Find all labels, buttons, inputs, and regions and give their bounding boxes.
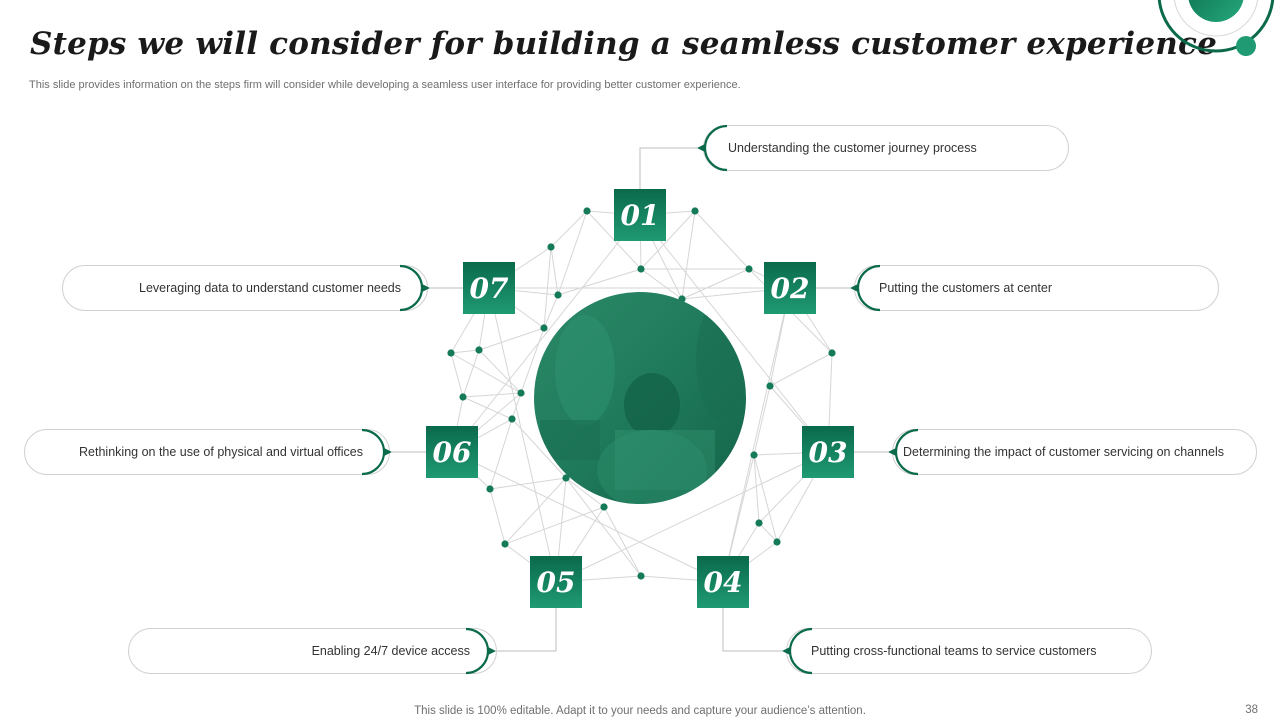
network-line bbox=[504, 506, 605, 545]
network-line bbox=[753, 385, 771, 456]
network-node bbox=[755, 519, 763, 527]
network-line bbox=[451, 214, 641, 453]
page-number: 38 bbox=[1245, 704, 1258, 716]
network-line bbox=[550, 246, 559, 296]
network-line bbox=[555, 451, 829, 583]
network-node bbox=[475, 346, 483, 354]
network-node bbox=[637, 265, 645, 273]
step-connector bbox=[722, 608, 782, 652]
network-line bbox=[488, 287, 557, 583]
slide-subtitle: This slide provides information on the s… bbox=[29, 79, 741, 91]
network-line bbox=[504, 477, 567, 545]
network-node bbox=[501, 540, 509, 548]
network-node bbox=[750, 451, 758, 459]
network-node bbox=[766, 382, 774, 390]
network-node bbox=[828, 349, 836, 357]
slide-title: Steps we will consider for building a se… bbox=[30, 26, 1217, 62]
network-node bbox=[773, 538, 781, 546]
step-03-label: Determining the impact of customer servi… bbox=[892, 429, 1257, 475]
step-07-label: Leveraging data to understand customer n… bbox=[62, 265, 428, 311]
network-node bbox=[562, 474, 570, 482]
network-line bbox=[543, 294, 559, 329]
step-07-number: 07 bbox=[463, 262, 515, 314]
step-01-number: 01 bbox=[614, 189, 666, 241]
network-line bbox=[450, 349, 480, 354]
network-node bbox=[637, 572, 645, 580]
step-03-number: 03 bbox=[802, 426, 854, 478]
network-line bbox=[557, 210, 588, 296]
network-line bbox=[520, 327, 545, 394]
network-line bbox=[639, 214, 829, 453]
network-node bbox=[691, 207, 699, 215]
network-line bbox=[640, 210, 696, 270]
network-line bbox=[478, 327, 545, 351]
step-05-label: Enabling 24/7 device access bbox=[128, 628, 497, 674]
network-line bbox=[565, 477, 642, 577]
network-node bbox=[459, 393, 467, 401]
network-line bbox=[681, 268, 750, 300]
network-node bbox=[554, 291, 562, 299]
network-node bbox=[547, 243, 555, 251]
network-line bbox=[489, 418, 513, 490]
step-connector bbox=[639, 147, 697, 189]
network-line bbox=[462, 392, 522, 398]
network-line bbox=[511, 392, 522, 420]
step-connector bbox=[496, 608, 557, 652]
network-node bbox=[600, 503, 608, 511]
network-line bbox=[450, 352, 464, 398]
network-node bbox=[517, 389, 525, 397]
network-line bbox=[478, 349, 522, 394]
network-line bbox=[640, 268, 683, 300]
network-line bbox=[753, 454, 760, 524]
network-line bbox=[758, 522, 778, 543]
step-05-number: 05 bbox=[530, 556, 582, 608]
step-01-label: Understanding the customer journey proce… bbox=[703, 125, 1069, 171]
step-06-label: Rethinking on the use of physical and vi… bbox=[24, 429, 390, 475]
network-node bbox=[447, 349, 455, 357]
network-node bbox=[583, 207, 591, 215]
network-node bbox=[745, 265, 753, 273]
step-02-label: Putting the customers at center bbox=[854, 265, 1219, 311]
network-line bbox=[489, 477, 567, 490]
network-line bbox=[557, 268, 642, 296]
network-line bbox=[753, 454, 778, 543]
step-06-number: 06 bbox=[426, 426, 478, 478]
step-04-label: Putting cross-functional teams to servic… bbox=[786, 628, 1152, 674]
network-line bbox=[565, 477, 605, 508]
network-line bbox=[550, 210, 588, 248]
network-line bbox=[462, 349, 480, 398]
network-node bbox=[508, 415, 516, 423]
step-02-number: 02 bbox=[764, 262, 816, 314]
network-node bbox=[540, 324, 548, 332]
network-line bbox=[489, 488, 506, 545]
slide-footer: This slide is 100% editable. Adapt it to… bbox=[414, 705, 866, 717]
network-line bbox=[450, 352, 522, 394]
network-line bbox=[769, 352, 833, 387]
network-node bbox=[486, 485, 494, 493]
network-line bbox=[451, 451, 724, 583]
network-line bbox=[722, 287, 791, 583]
center-team-photo bbox=[534, 292, 746, 504]
network-line bbox=[694, 210, 750, 270]
network-line bbox=[603, 506, 642, 577]
step-04-number: 04 bbox=[697, 556, 749, 608]
network-line bbox=[681, 210, 696, 300]
